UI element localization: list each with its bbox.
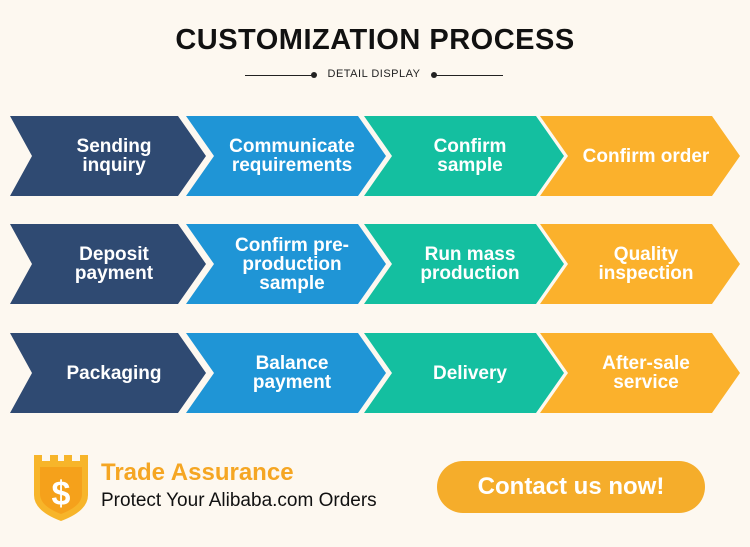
- step-sending-inquiry: Sending inquiry: [10, 116, 206, 196]
- step-packaging: Packaging: [10, 333, 206, 413]
- svg-text:$: $: [52, 475, 71, 513]
- subtitle: DETAIL DISPLAY: [327, 68, 421, 80]
- process-row-2: Deposit payment Confirm pre-production s…: [10, 224, 740, 304]
- step-deposit-payment: Deposit payment: [10, 224, 206, 304]
- step-communicate-requirements: Communicate requirements: [186, 116, 386, 196]
- page-title: CUSTOMIZATION PROCESS: [175, 24, 575, 56]
- process-row-1: Sending inquiry Communicate requirements…: [10, 116, 740, 196]
- step-confirm-pre-production-sample: Confirm pre-production sample: [186, 224, 386, 304]
- step-balance-payment: Balance payment: [186, 333, 386, 413]
- contact-us-button[interactable]: Contact us now!: [437, 461, 705, 513]
- step-confirm-sample: Confirm sample: [364, 116, 564, 196]
- step-after-sale-service: After-sale service: [540, 333, 740, 413]
- trade-assurance-subtitle: Protect Your Alibaba.com Orders: [101, 490, 377, 511]
- dollar-shield-icon: $: [34, 455, 88, 521]
- step-confirm-order: Confirm order: [540, 116, 740, 196]
- step-run-mass-production: Run mass production: [364, 224, 564, 304]
- subtitle-divider: DETAIL DISPLAY: [245, 66, 503, 84]
- step-delivery: Delivery: [364, 333, 564, 413]
- trade-assurance-title: Trade Assurance: [101, 459, 294, 486]
- process-row-3: Packaging Balance payment Delivery After…: [10, 333, 740, 413]
- step-quality-inspection: Quality inspection: [540, 224, 740, 304]
